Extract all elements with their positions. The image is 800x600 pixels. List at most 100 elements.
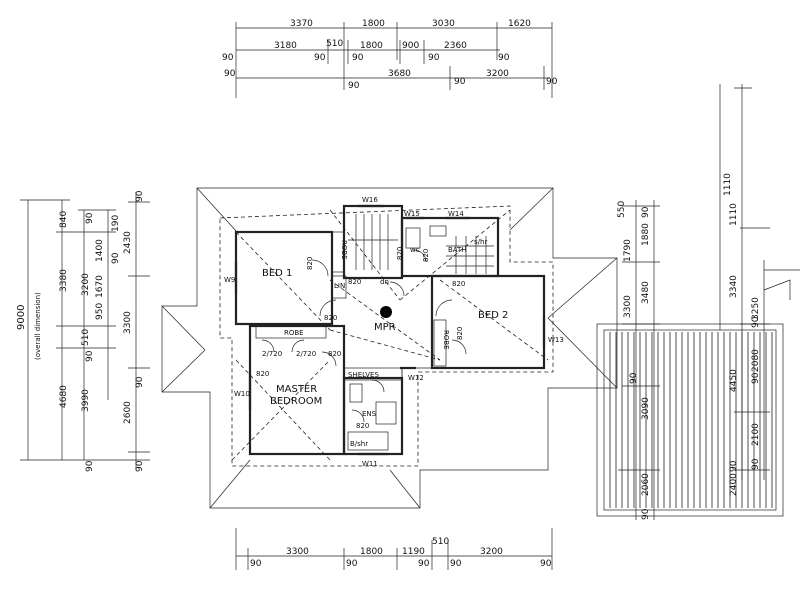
top-dim-r1c: 1800 — [360, 41, 383, 51]
top-dim-r2a: 3680 — [388, 69, 411, 79]
left-dim-o: 90 — [85, 212, 95, 224]
top-dim-r1d: 900 — [402, 41, 419, 51]
right-dim-v: 90 — [729, 460, 739, 472]
left-dim-e: 3200 — [81, 273, 91, 296]
smoke-detector-icon — [380, 306, 392, 318]
top-dim-r0b: 1800 — [362, 19, 385, 29]
room-mpr: MPR — [374, 322, 396, 333]
left-dim-f: 3990 — [81, 389, 91, 412]
left-dim-m: 2600 — [123, 401, 133, 424]
left-dim-g: 950 — [95, 303, 105, 320]
top-dim-r2e: 90 — [546, 77, 558, 87]
right-dim-s: 90 — [751, 316, 761, 328]
right-dim-g: 90 — [641, 206, 651, 218]
bottom-dim-i: 90 — [450, 559, 462, 569]
right-dim-q: 2100 — [751, 423, 761, 446]
bottom-dim-b: 1800 — [360, 547, 383, 557]
right-dim-o: 2080 — [751, 349, 761, 372]
left-dim-l: 3300 — [123, 311, 133, 334]
door-size-11: 820 — [422, 249, 430, 262]
bottom-dim-f: 90 — [250, 559, 262, 569]
door-size-6: 820 — [328, 350, 341, 358]
top-dim-r0a: 3370 — [290, 19, 313, 29]
room-robe-bed2: ROBE — [442, 330, 450, 350]
bottom-dim-e: 3200 — [480, 547, 503, 557]
right-dim-u: 90 — [751, 458, 761, 470]
room-master-line2: BEDROOM — [270, 396, 322, 407]
room-bath: BATH — [448, 246, 467, 254]
door-size-2: 820 — [348, 278, 361, 286]
room-bed-1: BED 1 — [262, 268, 292, 279]
top-dim-r0c: 3030 — [432, 19, 455, 29]
left-dim-p: 90 — [85, 350, 95, 362]
bottom-dimensions: 3300 1800 1190 510 3200 90 90 90 90 90 — [235, 528, 553, 570]
window-w10: W10 — [234, 390, 250, 398]
windows — [234, 204, 546, 456]
left-dimensions: 9000 (overall dimension) 840 3380 4680 5… — [16, 190, 150, 472]
right-dim-b: 1790 — [623, 239, 633, 262]
right-dim-c: 1880 — [641, 223, 651, 246]
right-dim-j: 2060 — [641, 473, 651, 496]
bottom-dim-g: 90 — [346, 559, 358, 569]
left-dim-a: 840 — [59, 211, 69, 228]
room-ens: ENS — [362, 410, 377, 418]
overall-dimension-note: (overall dimension) — [34, 292, 42, 360]
room-shr: s/hr — [474, 238, 487, 246]
right-dim-h: 90 — [629, 372, 639, 384]
left-dim-b: 3380 — [59, 269, 69, 292]
left-dim-h: 1670 — [95, 275, 105, 298]
top-dim-r1b: 510 — [326, 39, 343, 49]
right-dim-i: 90 — [641, 508, 651, 520]
top-dim-r1i: 90 — [428, 53, 440, 63]
window-w15: W15 — [404, 210, 420, 218]
deck: 550 1790 1880 3300 3480 3090 90 90 90 20… — [596, 84, 800, 520]
door-sizes: 820 820 820 820 820 820 820 2/720 2/720 … — [256, 247, 465, 430]
bottom-dim-d: 510 — [432, 537, 449, 547]
door-size-5: 820 — [256, 370, 269, 378]
door-size-10: 820 — [456, 327, 464, 340]
left-dim-i: 1400 — [95, 239, 105, 262]
room-dn: dn — [380, 278, 389, 286]
right-dim-l: 1110 — [729, 203, 739, 226]
bottom-dim-c: 1190 — [402, 547, 425, 557]
window-labels: W16 W15 W14 W9 W13 W10 W12 W11 — [224, 196, 564, 468]
left-dim-j: 190 — [111, 215, 121, 232]
door-size-12: 820 — [396, 247, 404, 260]
left-dim-c: 4680 — [59, 385, 69, 408]
right-dim-p: 4450 — [729, 369, 739, 392]
overall-dimension: 9000 — [16, 305, 27, 330]
room-labels: BED 1 BED 2 MPR MASTER BEDROOM BATH ENS … — [262, 238, 508, 448]
top-dim-r1j: 90 — [498, 53, 510, 63]
room-robe-bed1: ROBE — [340, 240, 348, 260]
right-dim-r: 2400 — [729, 473, 739, 496]
door-size-4: 820 — [324, 314, 337, 322]
top-dim-r1h: 90 — [352, 53, 364, 63]
smoke-detector-label: S — [383, 309, 388, 317]
door-size-7: 820 — [356, 422, 369, 430]
top-dim-r1a: 3180 — [274, 41, 297, 51]
top-dim-r1e: 2360 — [444, 41, 467, 51]
right-dim-f: 3090 — [641, 397, 651, 420]
right-dim-a: 550 — [617, 201, 627, 218]
bottom-dim-a: 3300 — [286, 547, 309, 557]
top-dim-r2f: 90 — [224, 69, 236, 79]
window-w11: W11 — [362, 460, 378, 468]
top-dim-r1f: 90 — [222, 53, 234, 63]
room-master-line1: MASTER — [276, 384, 317, 395]
hip-lines — [219, 205, 554, 467]
roof-outline — [161, 187, 618, 509]
door-size-3: 820 — [452, 280, 465, 288]
top-dim-r1g: 90 — [314, 53, 326, 63]
left-dim-r: 90 — [135, 190, 145, 202]
right-dim-e: 3480 — [641, 281, 651, 304]
door-size-9: 2/720 — [296, 350, 316, 358]
left-dim-n: 90 — [111, 252, 121, 264]
top-dim-r2d: 90 — [454, 77, 466, 87]
top-dim-r2b: 3200 — [486, 69, 509, 79]
window-w16: W16 — [362, 196, 378, 204]
left-dim-k: 2430 — [123, 231, 133, 254]
window-w9: W9 — [224, 276, 235, 284]
left-dim-q: 90 — [85, 460, 95, 472]
room-wc: wc — [410, 246, 420, 254]
